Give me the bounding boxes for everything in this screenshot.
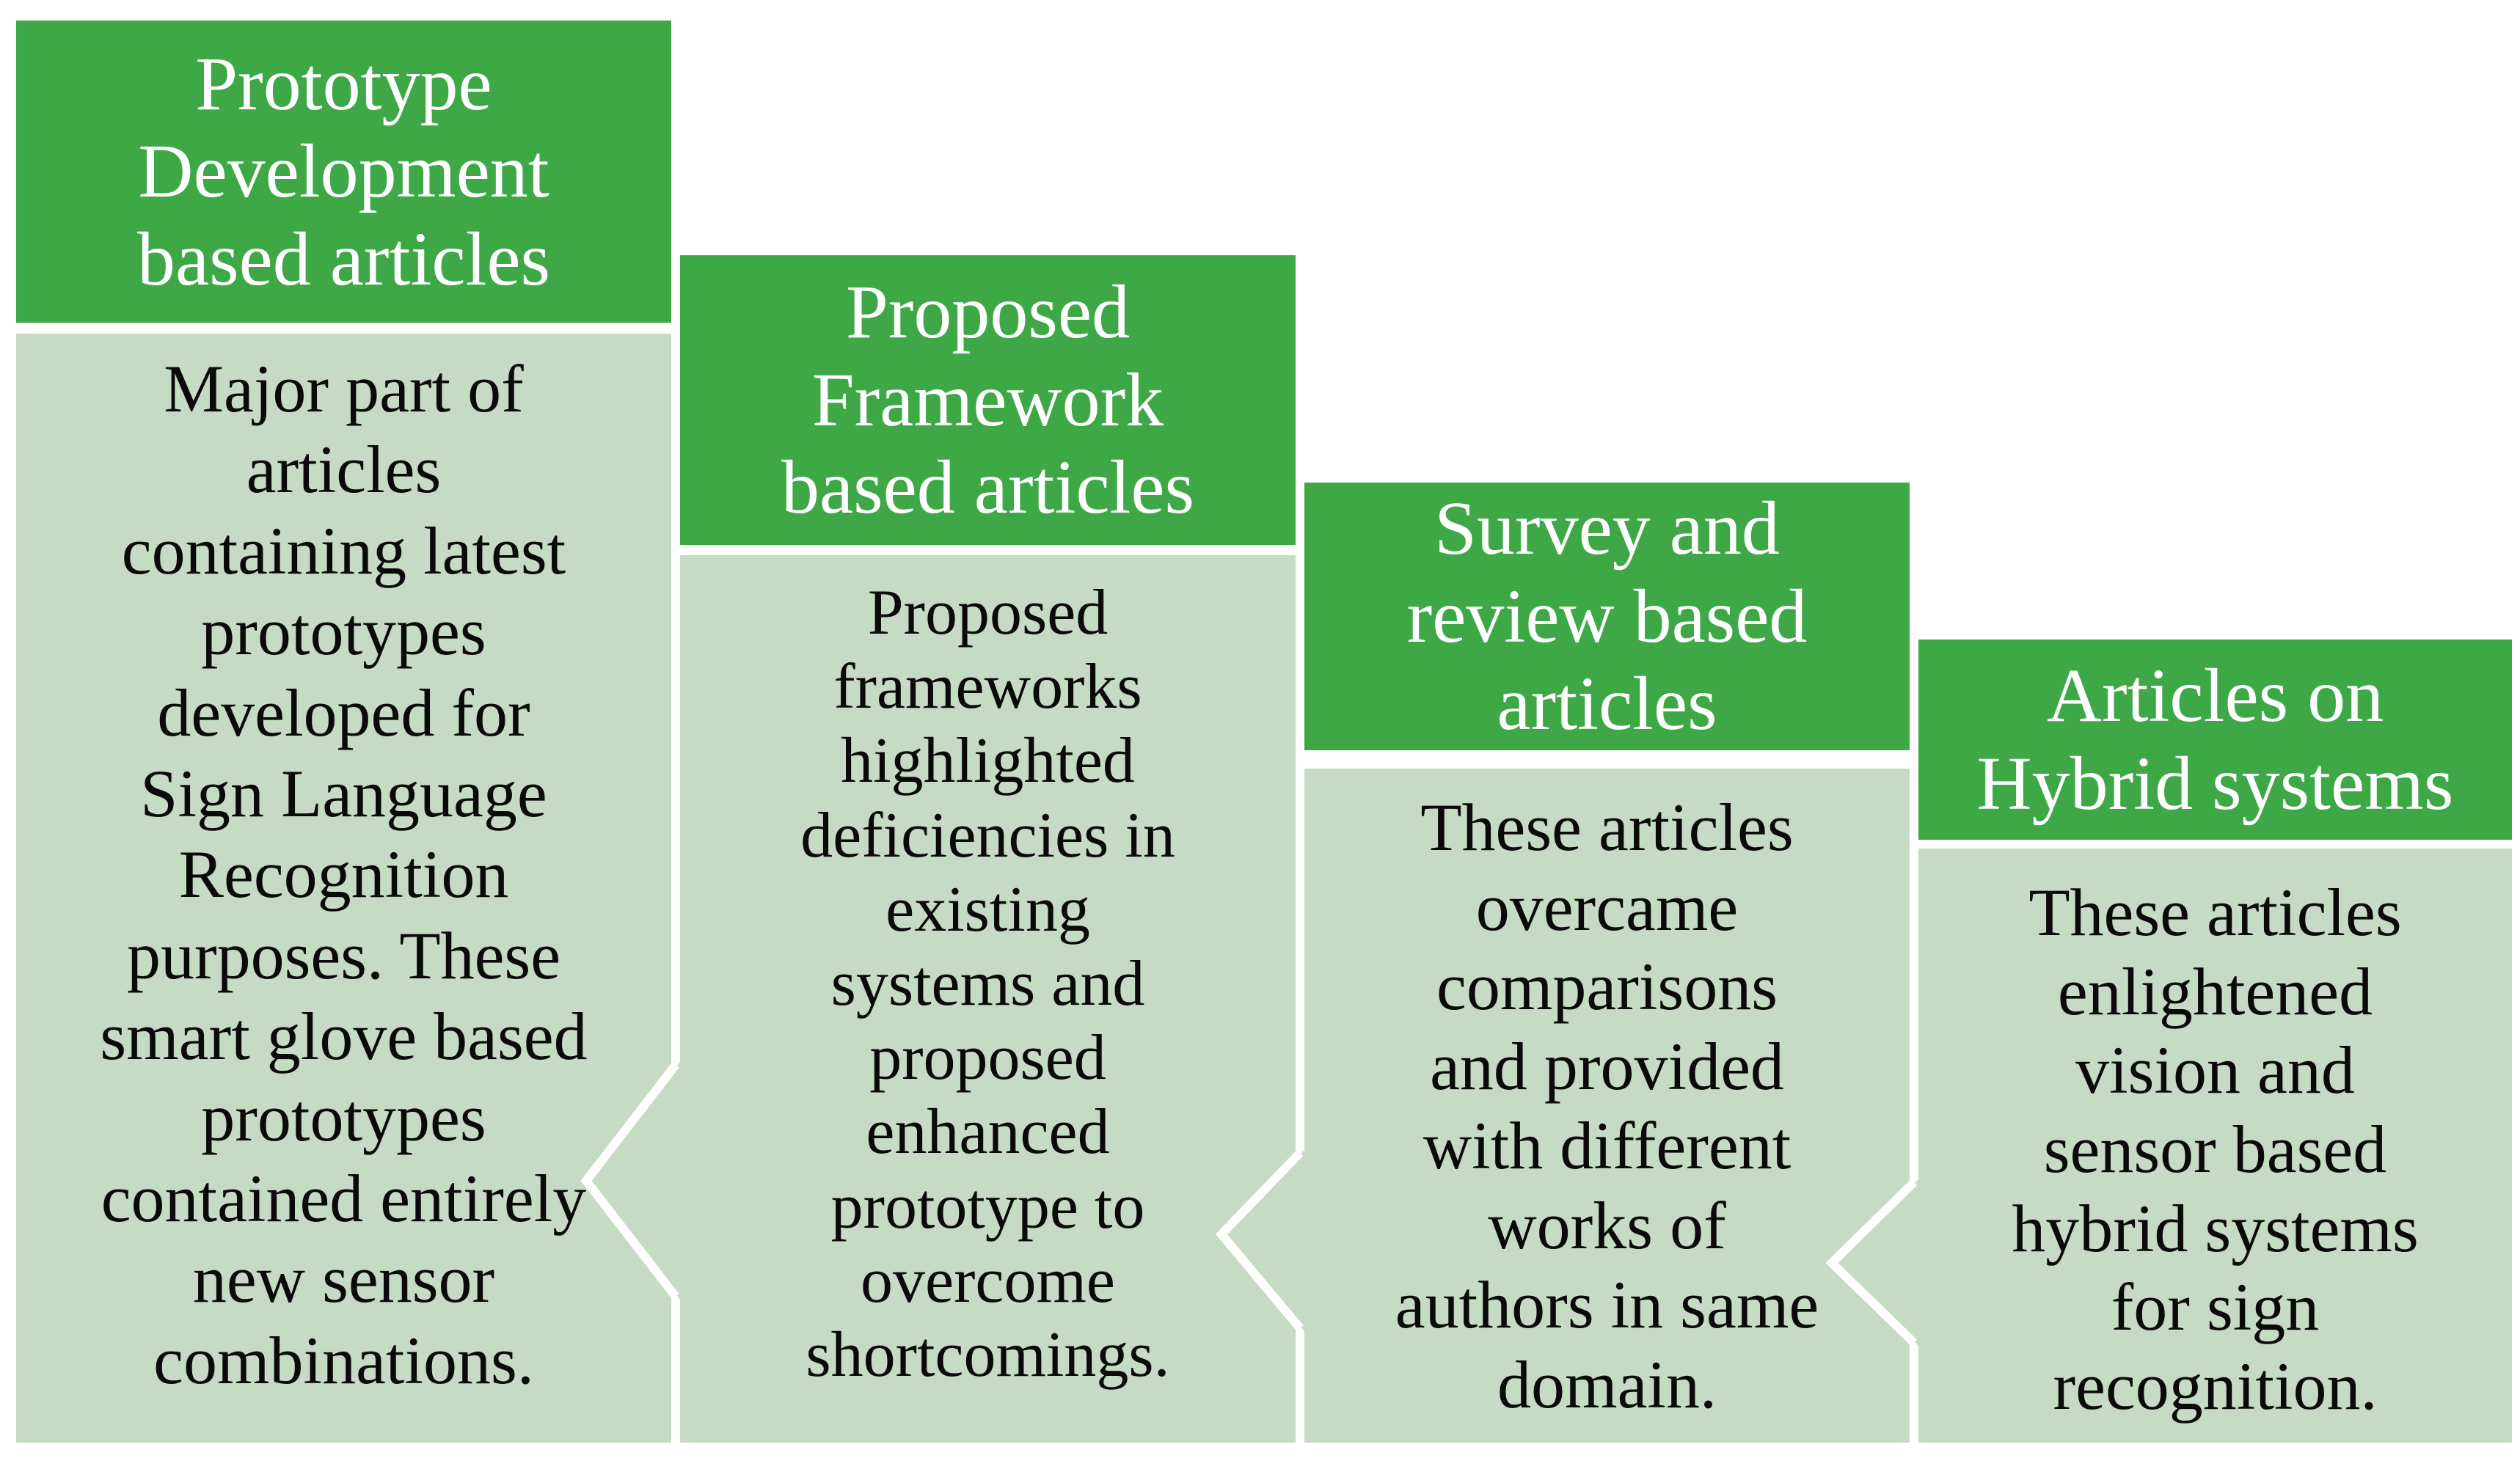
column-body: These articles enlightened vision and se… xyxy=(1918,849,2512,1443)
column-header: Articles on Hybrid systems xyxy=(1918,640,2512,840)
column-body: These articles overcame comparisons and … xyxy=(1304,769,1910,1443)
column-header: Survey and review based articles xyxy=(1304,483,1910,750)
column-body: Proposed frameworks highlighted deficien… xyxy=(680,555,1296,1443)
column-body: Major part of articles containing latest… xyxy=(16,334,671,1443)
column-header: Proposed Framework based articles xyxy=(680,255,1296,545)
column-header: Prototype Development based articles xyxy=(16,21,671,323)
